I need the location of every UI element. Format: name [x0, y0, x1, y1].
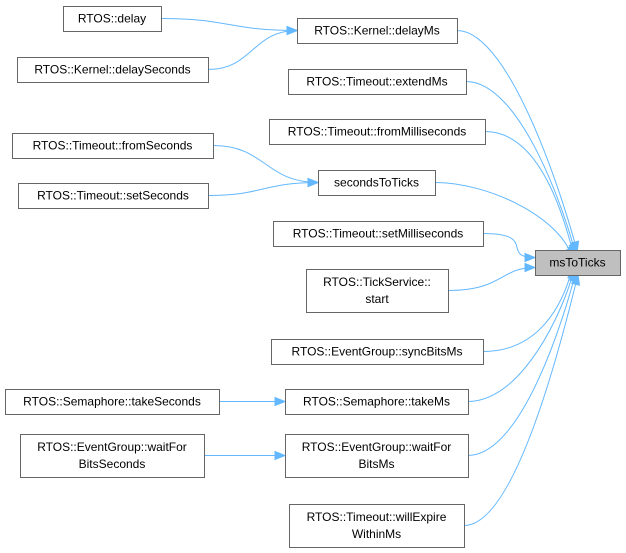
edge-line [467, 268, 575, 402]
node-label: RTOS::Kernel::delaySeconds [34, 63, 190, 77]
edge-arrowhead [274, 450, 287, 461]
edge-fromSeconds-to-secondsToTicks [212, 145, 320, 188]
edge-arrowhead [274, 396, 287, 407]
node-extendMs[interactable]: RTOS::Timeout::extendMs [288, 69, 467, 95]
node-box [273, 221, 484, 247]
edge-line [434, 182, 573, 259]
node-delay[interactable]: RTOS::delay [63, 6, 162, 32]
node-label: RTOS::Kernel::delayMs [314, 24, 440, 38]
node-takeSeconds[interactable]: RTOS::Semaphore::takeSeconds [5, 389, 220, 415]
node-label: BitsMs [359, 457, 395, 471]
node-box [285, 389, 469, 415]
node-delayMs[interactable]: RTOS::Kernel::delayMs [297, 18, 458, 44]
node-box [289, 504, 465, 548]
edge-takeSeconds-to-takeMs [219, 396, 287, 407]
node-label: secondsToTicks [334, 176, 419, 190]
edge-line [160, 18, 298, 31]
node-label: RTOS::EventGroup::syncBitsMs [292, 345, 463, 359]
node-label: start [365, 292, 389, 306]
edge-line [463, 274, 579, 526]
node-label: RTOS::Timeout::fromSeconds [33, 139, 193, 153]
edge-line [212, 145, 319, 183]
node-label: RTOS::Semaphore::takeSeconds [23, 395, 201, 409]
node-label: RTOS::Timeout::fromMilliseconds [288, 125, 467, 139]
node-takeMs[interactable]: RTOS::Semaphore::takeMs [285, 389, 469, 415]
edge-line [207, 30, 298, 70]
edge-line [482, 266, 574, 352]
edge-tickStart-to-msToTicks [447, 262, 537, 291]
edge-arrowhead [286, 25, 299, 36]
node-box [18, 183, 209, 209]
node-box [20, 434, 205, 478]
node-label: WithinMs [352, 527, 401, 541]
edge-willExpireWithinMs-to-msToTicks [463, 273, 581, 526]
node-syncBitsMs[interactable]: RTOS::EventGroup::syncBitsMs [271, 339, 484, 365]
node-box [269, 119, 486, 145]
edge-line [207, 182, 319, 196]
node-label: RTOS::EventGroup::waitFor [37, 440, 187, 454]
node-box [306, 269, 449, 313]
node-box [271, 339, 484, 365]
node-label: RTOS::Timeout::willExpire [307, 510, 447, 524]
node-box [17, 57, 209, 83]
edge-setMilliseconds-to-msToTicks [482, 233, 537, 263]
edge-arrowhead [524, 252, 537, 263]
node-label: RTOS::Timeout::setSeconds [37, 189, 189, 203]
edge-takeMs-to-msToTicks [467, 267, 577, 402]
node-fromMilliseconds[interactable]: RTOS::Timeout::fromMilliseconds [269, 119, 486, 145]
node-msToTicks[interactable]: msToTicks [535, 250, 621, 276]
node-box [318, 170, 436, 196]
node-box [535, 250, 621, 276]
node-label: RTOS::TickService:: [323, 275, 431, 289]
node-setMilliseconds[interactable]: RTOS::Timeout::setMilliseconds [273, 221, 484, 247]
node-label: RTOS::Timeout::setMilliseconds [293, 227, 464, 241]
node-layer: RTOS::delayRTOS::Kernel::delaySecondsRTO… [5, 6, 621, 548]
node-label: RTOS::EventGroup::waitFor [302, 440, 452, 454]
edge-line [484, 131, 575, 257]
edge-setSeconds-to-secondsToTicks [207, 177, 320, 196]
edge-secondsToTicks-to-msToTicks [434, 182, 575, 261]
edge-delay-to-delayMs [160, 18, 299, 36]
node-box [285, 434, 469, 478]
edge-arrowhead [307, 177, 320, 188]
node-box [5, 389, 220, 415]
node-box [297, 18, 458, 44]
edge-line [456, 30, 578, 252]
node-label: RTOS::Semaphore::takeMs [303, 395, 450, 409]
node-delaySeconds[interactable]: RTOS::Kernel::delaySeconds [17, 57, 209, 83]
edge-line [447, 267, 536, 291]
node-tickStart[interactable]: RTOS::TickService::start [306, 269, 449, 313]
edge-line [465, 81, 577, 255]
edge-delaySeconds-to-delayMs [207, 25, 299, 70]
node-box [63, 6, 162, 32]
edge-waitForBitsSeconds-to-waitForBitsMs [203, 450, 287, 461]
node-box [288, 69, 467, 95]
node-fromSeconds[interactable]: RTOS::Timeout::fromSeconds [12, 133, 214, 159]
node-box [12, 133, 214, 159]
node-label: BitsSeconds [79, 457, 146, 471]
node-secondsToTicks[interactable]: secondsToTicks [318, 170, 436, 196]
node-label: RTOS::delay [78, 12, 146, 26]
node-label: RTOS::Timeout::extendMs [306, 75, 447, 89]
edge-line [467, 271, 577, 456]
node-setSeconds[interactable]: RTOS::Timeout::setSeconds [18, 183, 209, 209]
edge-arrowhead [524, 262, 537, 273]
node-label: msToTicks [549, 256, 605, 270]
edge-arrowhead [570, 273, 581, 286]
